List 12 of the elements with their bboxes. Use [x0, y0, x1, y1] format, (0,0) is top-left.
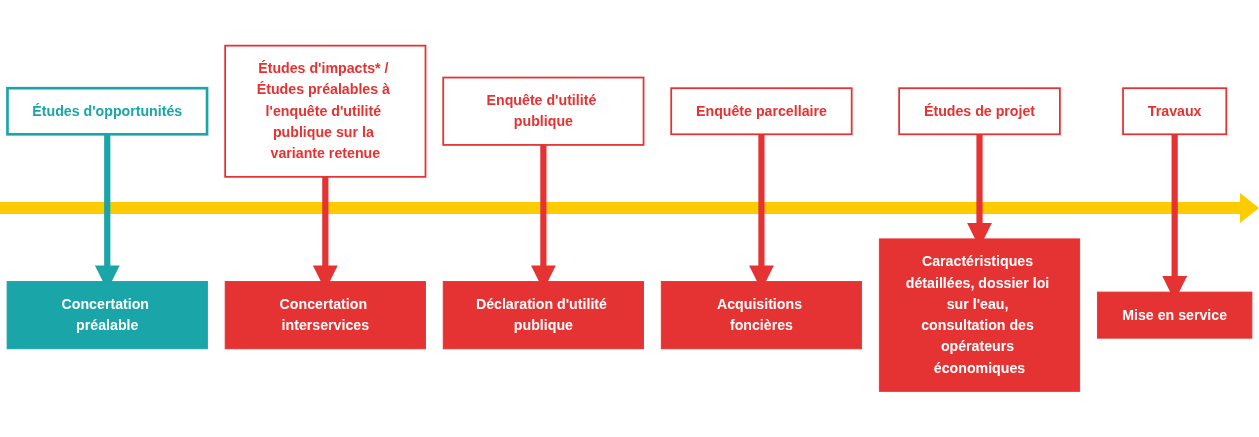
- node-box: Acquisitions foncières: [660, 281, 863, 350]
- node-box: Enquête d'utilité publique: [442, 76, 645, 146]
- node-box: Études d'opportunités: [6, 86, 209, 136]
- node-box: Travaux: [1122, 87, 1228, 136]
- node-box: Concertation interservices: [224, 281, 426, 350]
- node-box: Études de projet: [898, 87, 1061, 136]
- node-box: Caractéristiques détaillées, dossier loi sur l'eau, consultation des opérateurs économiques: [878, 238, 1081, 392]
- node-box: Enquête parcellaire: [670, 87, 853, 136]
- node-box: Concertation préalable: [6, 281, 208, 350]
- node-box: Déclaration d'utilité publique: [442, 281, 644, 350]
- node-box: Études d'impacts* / Études préalables à l'enquête d'utilité publique sur la variante retenue: [224, 44, 427, 178]
- node-box: Mise en service: [1096, 291, 1253, 339]
